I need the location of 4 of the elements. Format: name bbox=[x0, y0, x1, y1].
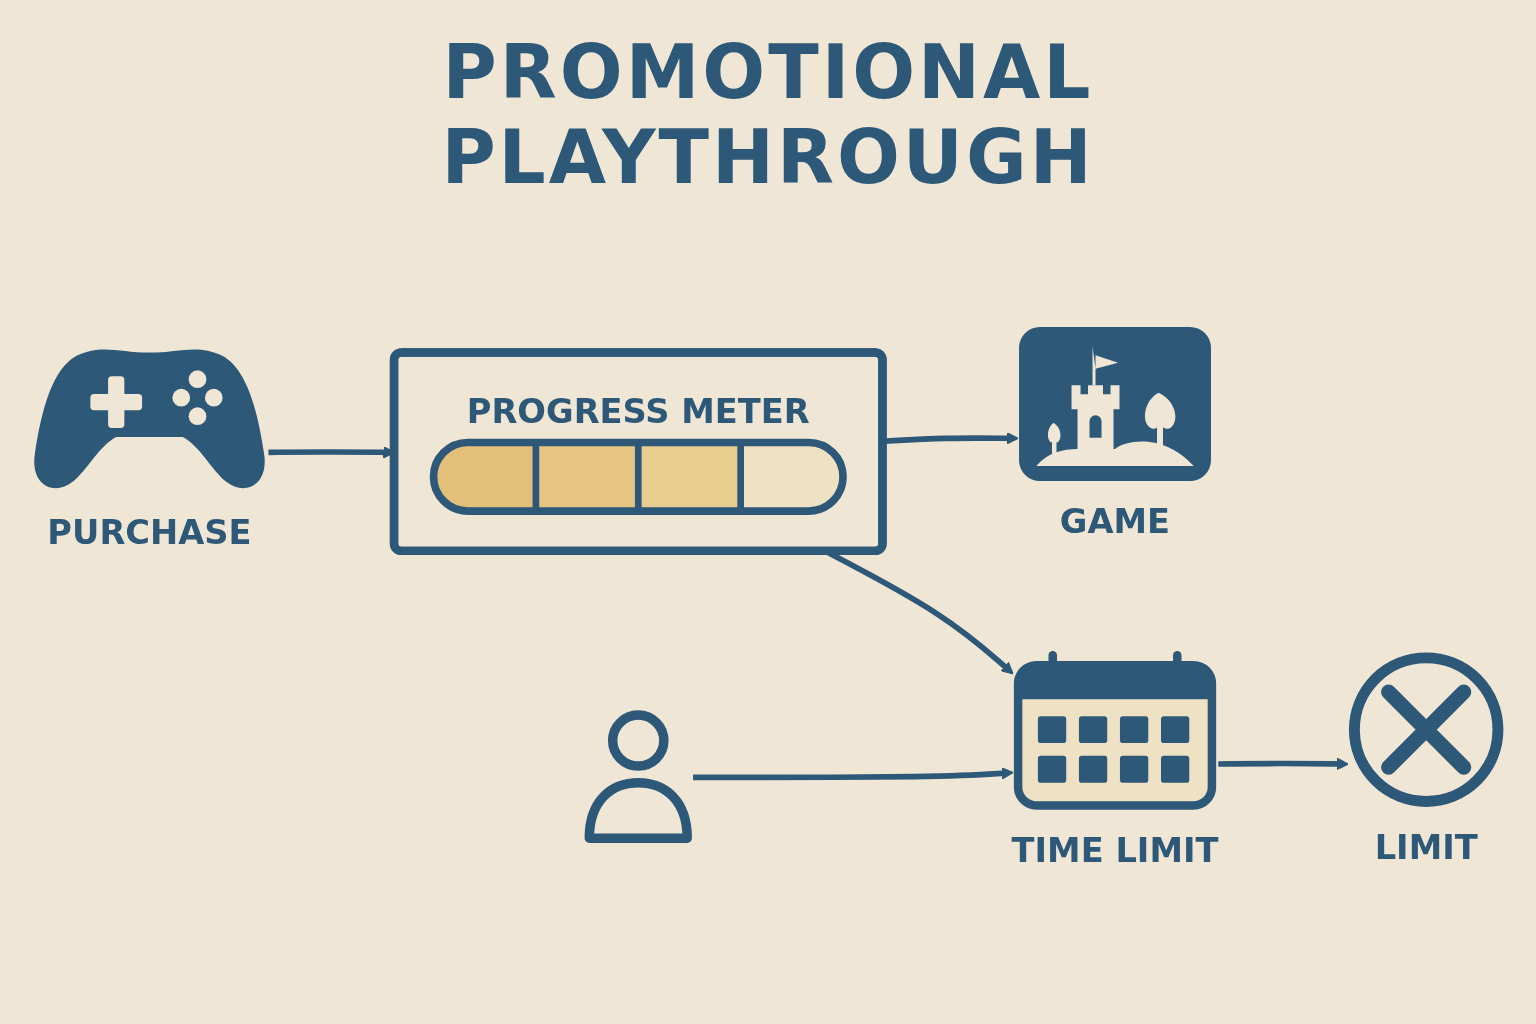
title: PROMOTIONAL PLAYTHROUGH bbox=[440, 30, 1096, 201]
node-person bbox=[583, 710, 694, 845]
arrow bbox=[1218, 757, 1349, 771]
arrow bbox=[693, 767, 1014, 781]
